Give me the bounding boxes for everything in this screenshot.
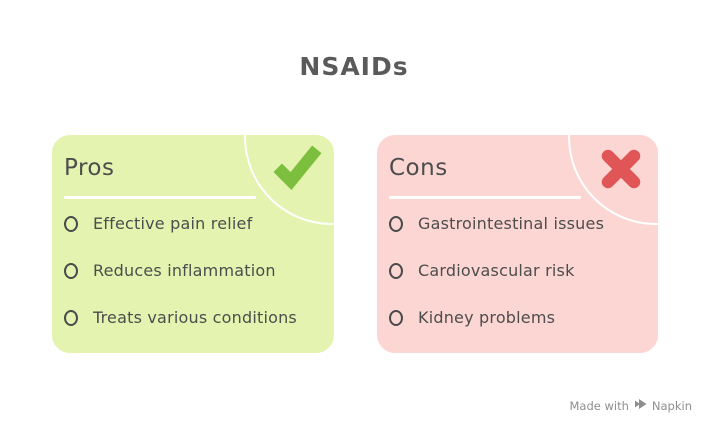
- list-item-label: Gastrointestinal issues: [418, 214, 605, 233]
- napkin-logo-icon: [634, 398, 647, 413]
- header-divider: [389, 196, 581, 199]
- watermark-text: Made with: [569, 398, 629, 413]
- bullet-circle-icon: [64, 262, 78, 279]
- cons-card: Cons Gastrointestinal issues Cardiovascu…: [375, 133, 660, 355]
- pros-list: Effective pain relief Reduces inflammati…: [64, 214, 322, 328]
- bullet-circle-icon: [64, 309, 78, 326]
- list-item-label: Reduces inflammation: [93, 261, 276, 280]
- bullet-circle-icon: [389, 215, 403, 232]
- watermark: Made with Napkin: [570, 398, 693, 413]
- list-item: Effective pain relief: [64, 214, 322, 234]
- list-item-label: Treats various conditions: [93, 308, 297, 327]
- card-title-pros: Pros: [64, 155, 115, 181]
- list-item-label: Kidney problems: [418, 308, 556, 327]
- bullet-circle-icon: [389, 309, 403, 326]
- list-item: Reduces inflammation: [64, 261, 322, 281]
- cons-list: Gastrointestinal issues Cardiovascular r…: [389, 214, 646, 328]
- napkin-brand: Napkin: [651, 398, 692, 413]
- list-item: Cardiovascular risk: [389, 261, 646, 281]
- card-title-cons: Cons: [389, 155, 448, 181]
- list-item: Kidney problems: [389, 308, 646, 328]
- page-title: NSAIDs: [299, 52, 409, 81]
- list-item-label: Effective pain relief: [93, 214, 253, 233]
- list-item-label: Cardiovascular risk: [418, 261, 575, 280]
- x-icon: [596, 145, 646, 193]
- list-item: Treats various conditions: [64, 308, 322, 328]
- pros-card: Pros Effective pain relief Reduces infla…: [50, 133, 336, 355]
- check-icon: [272, 145, 322, 193]
- list-item: Gastrointestinal issues: [389, 214, 646, 234]
- bullet-circle-icon: [64, 215, 78, 232]
- bullet-circle-icon: [389, 262, 403, 279]
- header-divider: [64, 196, 256, 199]
